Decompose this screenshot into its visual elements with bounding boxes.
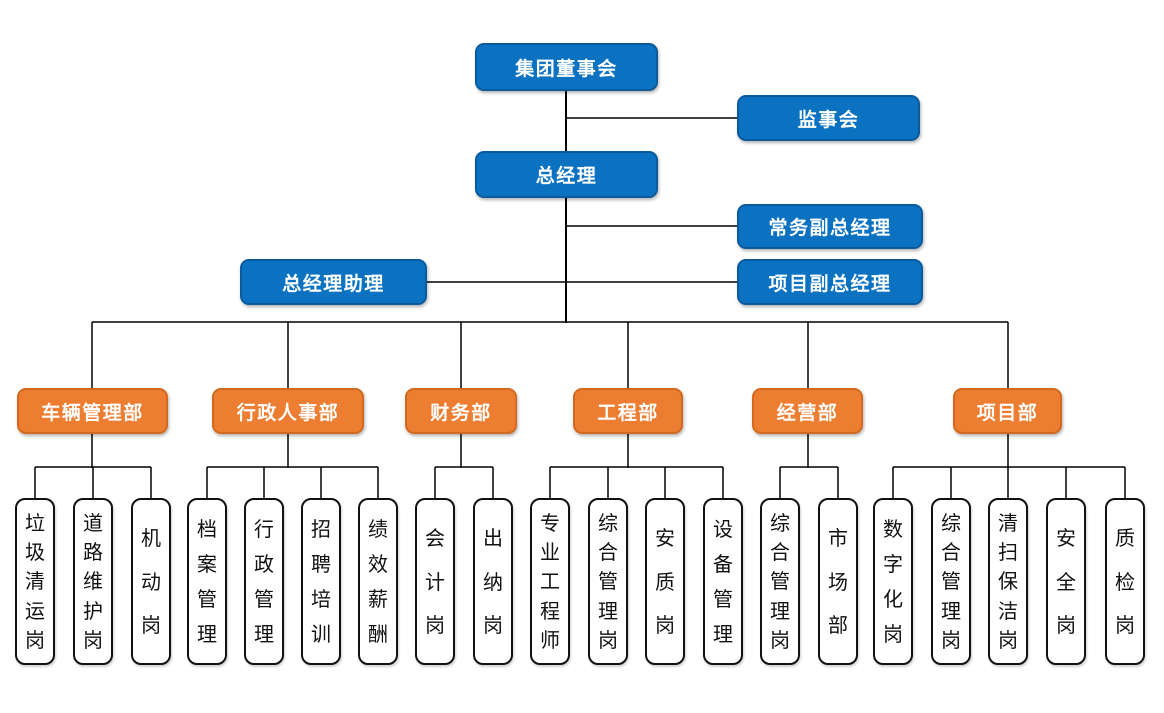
dept-admin-hr: 行政人事部 xyxy=(212,388,364,434)
dept-operations: 经营部 xyxy=(752,388,863,434)
post-admin-management: 行政管理 xyxy=(244,498,284,665)
post-digitalization: 数字化岗 xyxy=(873,498,913,665)
post-general-management-eng: 综合管理岗 xyxy=(588,498,628,665)
node-executive-deputy-gm: 常务副总经理 xyxy=(737,204,923,249)
node-general-manager: 总经理 xyxy=(475,151,658,198)
dept-vehicle-management: 车辆管理部 xyxy=(17,388,168,434)
post-mobile-duty: 机动岗 xyxy=(131,498,171,665)
post-cleaning: 清扫保洁岗 xyxy=(988,498,1028,665)
post-general-management-proj: 综合管理岗 xyxy=(931,498,971,665)
post-road-maintenance: 道路维护岗 xyxy=(73,498,113,665)
post-accounting: 会计岗 xyxy=(415,498,455,665)
post-safety-quality: 安质岗 xyxy=(645,498,685,665)
node-gm-assistant: 总经理助理 xyxy=(240,259,427,305)
post-cashier: 出纳岗 xyxy=(473,498,513,665)
post-safety: 安全岗 xyxy=(1046,498,1086,665)
post-garbage-removal: 垃圾清运岗 xyxy=(15,498,55,665)
dept-finance: 财务部 xyxy=(405,388,517,434)
dept-engineering: 工程部 xyxy=(573,388,683,434)
node-project-deputy-gm: 项目副总经理 xyxy=(737,259,923,305)
post-market: 市场部 xyxy=(818,498,858,665)
post-recruitment-training: 招聘培训 xyxy=(301,498,341,665)
post-equipment-management: 设备管理 xyxy=(703,498,743,665)
post-quality-inspection: 质检岗 xyxy=(1105,498,1145,665)
post-professional-engineer: 专业工程师 xyxy=(530,498,570,665)
node-board: 集团董事会 xyxy=(475,43,658,91)
node-supervisory-board: 监事会 xyxy=(737,95,920,141)
dept-project: 项目部 xyxy=(953,388,1062,434)
post-general-management-ops: 综合管理岗 xyxy=(760,498,800,665)
post-archives-management: 档案管理 xyxy=(187,498,227,665)
post-performance-payroll: 绩效薪酬 xyxy=(358,498,398,665)
